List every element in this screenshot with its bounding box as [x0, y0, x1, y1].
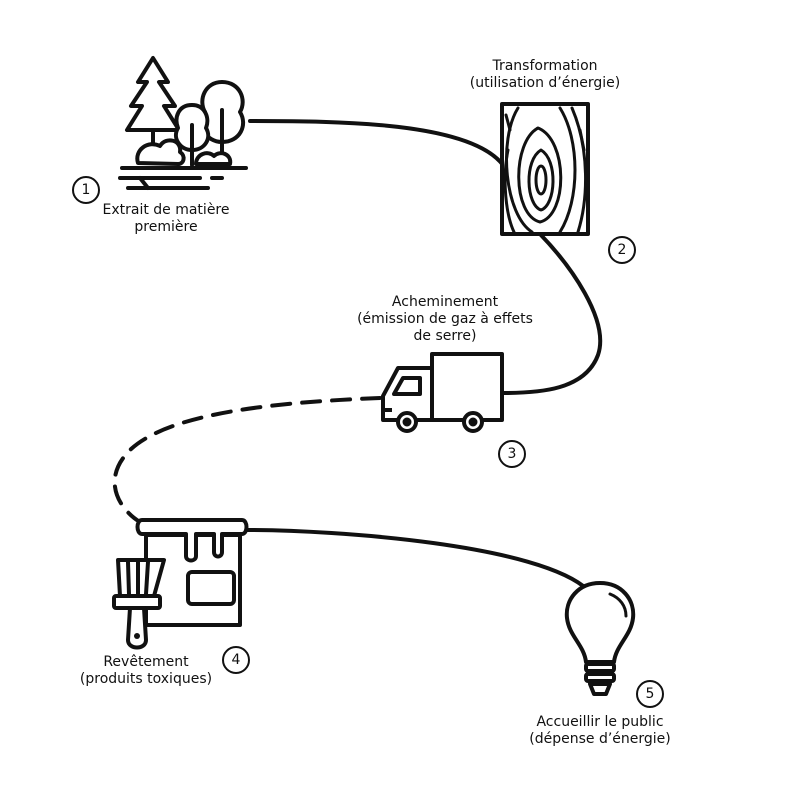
step-label-3-line-1: Acheminement — [391, 294, 499, 310]
step-label-2-line-1: Transformation — [492, 58, 598, 74]
connector-3-4-dashed — [112, 396, 382, 524]
step-label-3-line-3: de serre) — [413, 328, 477, 344]
step-label-1: Extrait de matière première — [96, 202, 236, 236]
step-label-3-line-2: (émission de gaz à effets — [357, 311, 533, 327]
light-bulb-icon — [564, 581, 636, 696]
wood-grain-icon — [500, 102, 590, 236]
forest-icon — [118, 56, 248, 190]
step-label-3: Acheminement (émission de gaz à effets d… — [340, 294, 550, 345]
step-label-2-line-2: (utilisation d’énergie) — [469, 75, 621, 91]
step-number-5: 5 — [636, 680, 664, 708]
connector-1-2 — [248, 119, 505, 167]
step-label-4: Revêtement (produits toxiques) — [66, 654, 226, 688]
step-number-4: 4 — [222, 646, 250, 674]
paint-can-brush-icon — [112, 518, 249, 650]
step-label-5: Accueillir le public (dépense d’énergie) — [505, 714, 695, 748]
step-label-1-line-1: Extrait de matière — [102, 202, 230, 218]
step-number-2: 2 — [608, 236, 636, 264]
step-label-1-line-2: première — [134, 219, 198, 235]
step-label-4-line-1: Revêtement — [103, 654, 189, 670]
connector-2-3 — [501, 232, 603, 395]
step-number-1: 1 — [72, 176, 100, 204]
truck-icon — [381, 352, 504, 433]
step-label-4-line-2: (produits toxiques) — [79, 671, 213, 687]
step-number-3: 3 — [498, 440, 526, 468]
step-label-5-line-1: Accueillir le public — [536, 714, 664, 730]
step-label-2: Transformation (utilisation d’énergie) — [450, 58, 640, 92]
connector-4-5 — [242, 528, 590, 592]
step-label-5-line-2: (dépense d’énergie) — [529, 731, 671, 747]
